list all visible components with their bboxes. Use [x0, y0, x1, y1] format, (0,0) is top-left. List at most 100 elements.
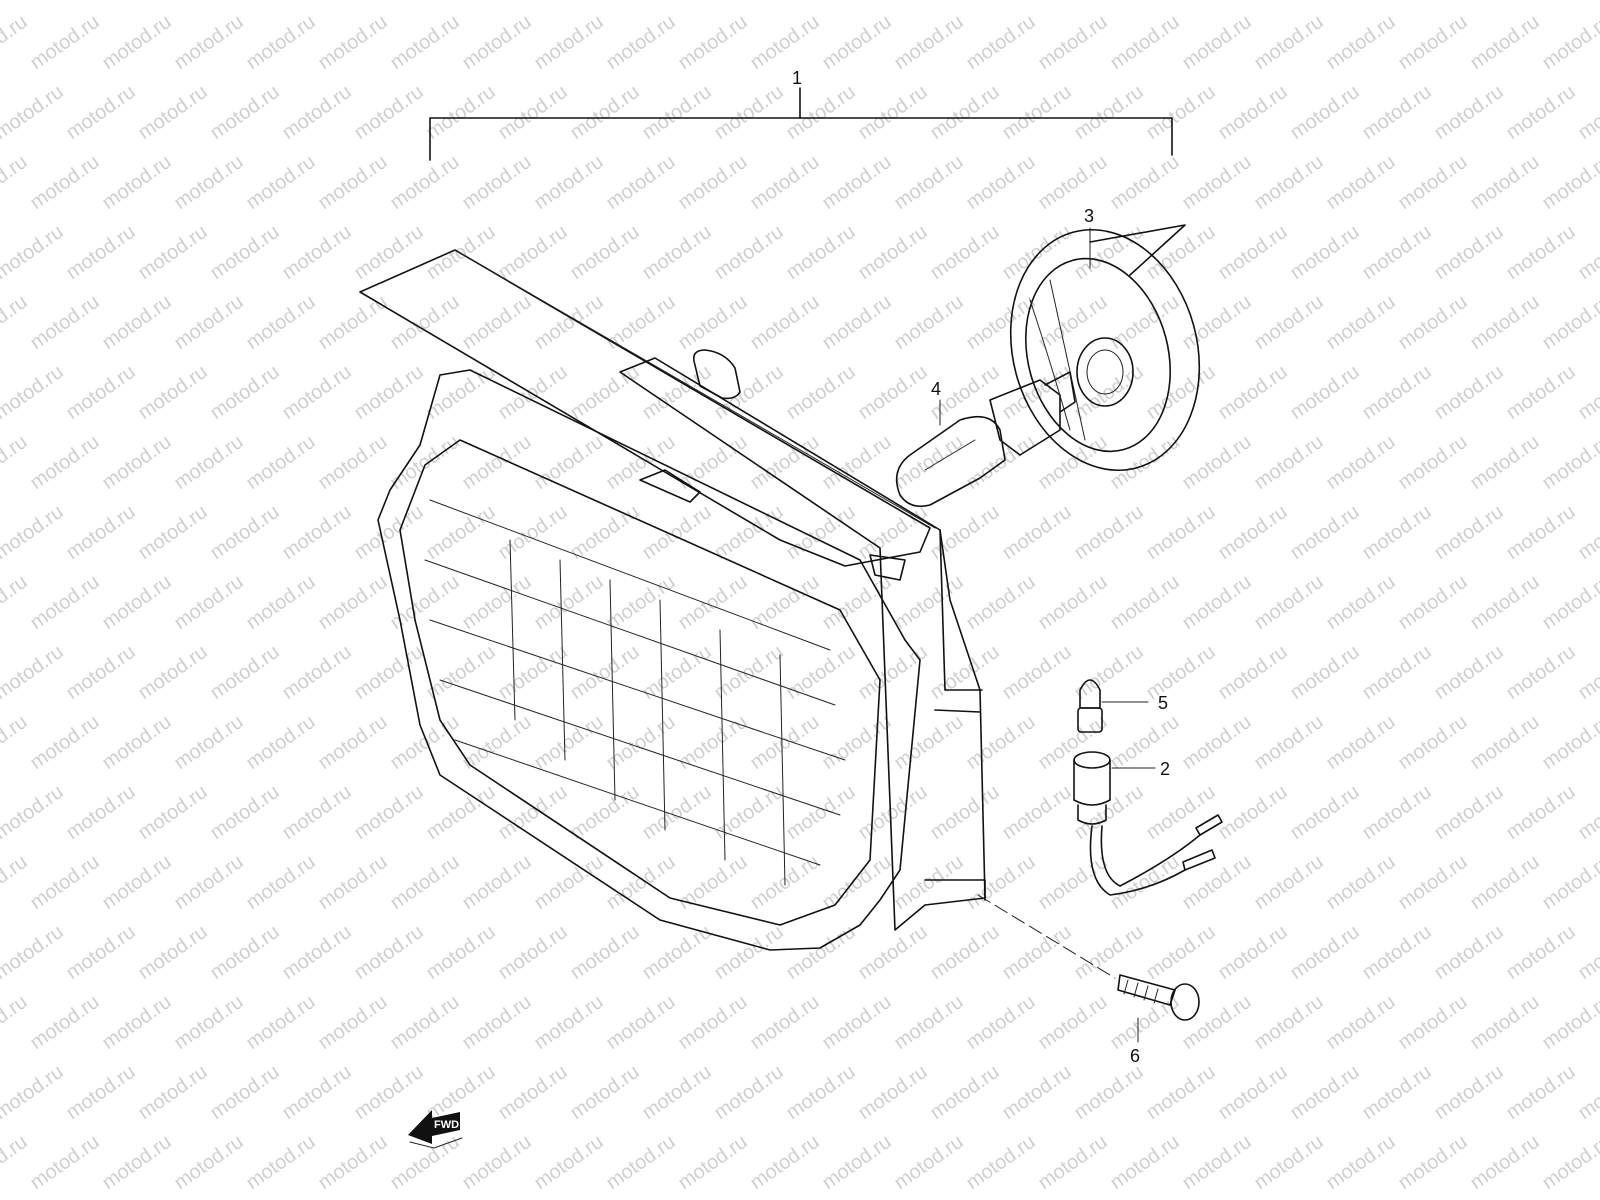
part-6-bolt [977, 894, 1200, 1021]
watermark-text: motod.ru [134, 921, 211, 984]
watermark-text: motod.ru [1502, 641, 1579, 704]
watermark-text: motod.ru [0, 431, 32, 494]
watermark-text: motod.ru [1574, 0, 1600, 4]
watermark-text: motod.ru [62, 641, 139, 704]
watermark-text: motod.ru [818, 711, 895, 774]
watermark-text: motod.ru [1142, 0, 1219, 4]
watermark-text: motod.ru [1250, 1131, 1327, 1194]
watermark-text: motod.ru [494, 1061, 571, 1124]
watermark-text: motod.ru [566, 361, 643, 424]
watermark-text: motod.ru [1394, 431, 1471, 494]
watermark-text: motod.ru [746, 11, 823, 74]
part-2-socket [1073, 751, 1223, 896]
watermark-text: motod.ru [386, 571, 463, 634]
watermark-text: motod.ru [1034, 851, 1111, 914]
watermark-text: motod.ru [998, 1061, 1075, 1124]
watermark-text: motod.ru [1106, 151, 1183, 214]
watermark-text: motod.ru [458, 11, 535, 74]
watermark-text: motod.ru [1430, 221, 1507, 284]
watermark-text: motod.ru [1538, 991, 1600, 1054]
callout-6: 6 [1130, 1046, 1140, 1066]
watermark-text: motod.ru [1574, 81, 1600, 144]
watermark-text: motod.ru [566, 781, 643, 844]
watermark-text: motod.ru [638, 0, 715, 4]
watermark-text: motod.ru [818, 291, 895, 354]
watermark-text: motod.ru [26, 431, 103, 494]
watermark-text: motod.ru [62, 921, 139, 984]
watermark-text: motod.ru [1502, 81, 1579, 144]
watermark-text: motod.ru [422, 501, 499, 564]
watermark-text: motod.ru [1142, 781, 1219, 844]
watermark-text: motod.ru [1394, 571, 1471, 634]
watermark-text: motod.ru [1286, 221, 1363, 284]
watermark-text: motod.ru [314, 991, 391, 1054]
watermark-text: motod.ru [1214, 81, 1291, 144]
watermark-text: motod.ru [0, 1061, 68, 1124]
watermark-text: motod.ru [1430, 921, 1507, 984]
watermark-text: motod.ru [998, 221, 1075, 284]
watermark-text: motod.ru [206, 921, 283, 984]
watermark-text: motod.ru [602, 151, 679, 214]
watermark-text: motod.ru [170, 11, 247, 74]
watermark-text: motod.ru [1358, 0, 1435, 4]
watermark-text: motod.ru [1466, 711, 1543, 774]
watermark-text: motod.ru [1574, 921, 1600, 984]
watermark-text: motod.ru [98, 991, 175, 1054]
watermark-text: motod.ru [350, 81, 427, 144]
watermark-text: motod.ru [1178, 991, 1255, 1054]
watermark-text: motod.ru [1250, 851, 1327, 914]
watermark-text: motod.ru [746, 711, 823, 774]
watermark-text: motod.ru [926, 501, 1003, 564]
watermark-text: motod.ru [458, 571, 535, 634]
watermark-text: motod.ru [710, 1061, 787, 1124]
headlight-housing [359, 249, 986, 951]
watermark-text: motod.ru [782, 361, 859, 424]
assembly-bracket [429, 87, 1173, 161]
watermark-text: motod.ru [890, 571, 967, 634]
watermark-text: motod.ru [98, 431, 175, 494]
watermark-text: motod.ru [1358, 921, 1435, 984]
watermark-text: motod.ru [674, 571, 751, 634]
watermark-text: motod.ru [962, 11, 1039, 74]
watermark-text: motod.ru [782, 641, 859, 704]
watermark-text: motod.ru [1286, 0, 1363, 4]
watermark-text: motod.ru [0, 711, 32, 774]
watermark-text: motod.ru [1178, 1131, 1255, 1194]
watermark-text: motod.ru [1538, 851, 1600, 914]
watermark-text: motod.ru [710, 81, 787, 144]
watermark-text: motod.ru [1574, 361, 1600, 424]
watermark-text: motod.ru [1322, 431, 1399, 494]
watermark-text: motod.ru [494, 781, 571, 844]
watermark-text: motod.ru [170, 431, 247, 494]
watermark-text: motod.ru [278, 361, 355, 424]
watermark-text: motod.ru [206, 0, 283, 4]
watermark-text: motod.ru [1322, 1131, 1399, 1194]
watermark-text: motod.ru [242, 571, 319, 634]
watermark-text: motod.ru [854, 1061, 931, 1124]
watermark-text: motod.ru [674, 1131, 751, 1194]
watermark-text: motod.ru [854, 361, 931, 424]
watermark-text: motod.ru [530, 991, 607, 1054]
watermark-text: motod.ru [0, 1131, 32, 1194]
watermark-text: motod.ru [1502, 501, 1579, 564]
watermark-text: motod.ru [782, 921, 859, 984]
watermark-text: motod.ru [746, 151, 823, 214]
watermark-text: motod.ru [530, 571, 607, 634]
watermark-text: motod.ru [314, 711, 391, 774]
watermark-text: motod.ru [206, 781, 283, 844]
watermark-text: motod.ru [0, 151, 32, 214]
watermark-text: motod.ru [566, 0, 643, 4]
watermark-text: motod.ru [134, 501, 211, 564]
watermark-text: motod.ru [710, 501, 787, 564]
watermark-text: motod.ru [0, 851, 32, 914]
watermark-text: motod.ru [350, 781, 427, 844]
watermark-text: motod.ru [1538, 431, 1600, 494]
watermark-text: motod.ru [1322, 291, 1399, 354]
watermark-text: motod.ru [1574, 1061, 1600, 1124]
watermark-text: motod.ru [314, 11, 391, 74]
fwd-label: FWD [434, 1119, 459, 1131]
watermark-text: motod.ru [1142, 361, 1219, 424]
watermark-text: motod.ru [278, 501, 355, 564]
watermark-text: motod.ru [926, 221, 1003, 284]
watermark-text: motod.ru [674, 151, 751, 214]
